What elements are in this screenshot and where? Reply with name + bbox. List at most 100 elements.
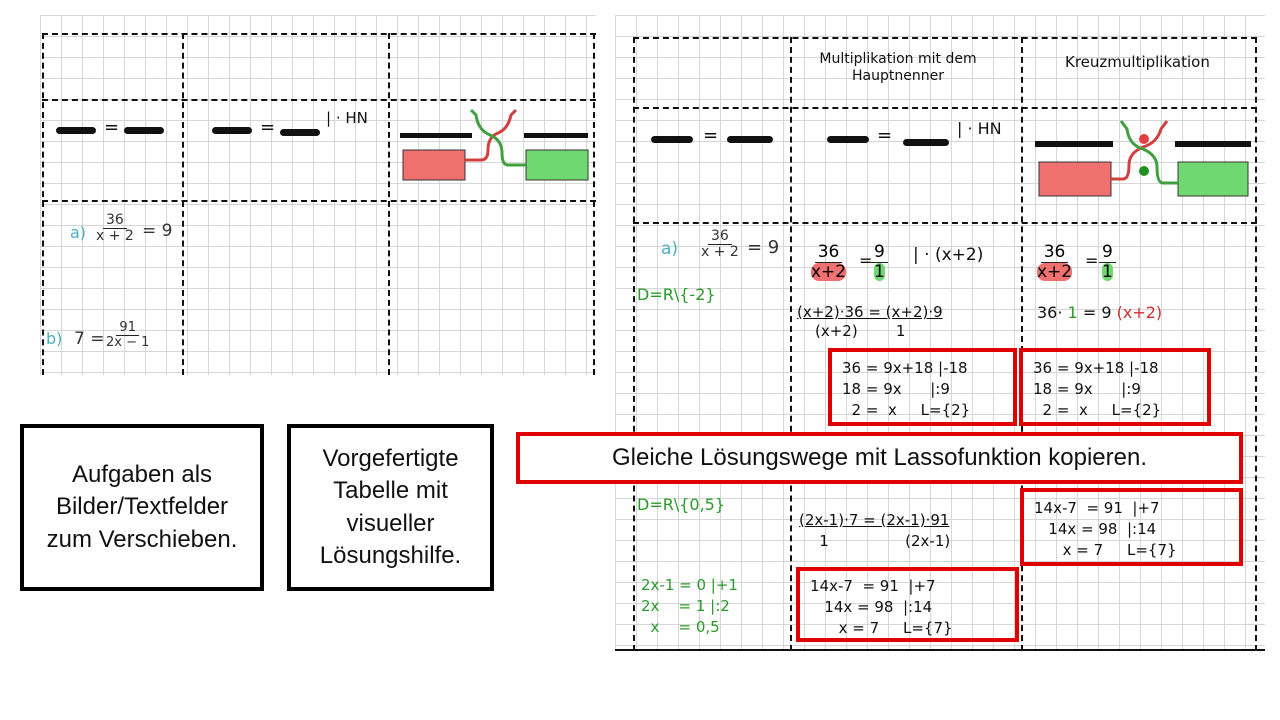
decoration — [524, 133, 588, 138]
text-left-image-task-b-label: b) — [46, 329, 63, 348]
table-border — [593, 33, 595, 375]
text-right-image-col2-a-n1: 36 — [814, 243, 843, 263]
decoration — [903, 139, 949, 146]
text-right-image-task-b-steps-2: x = 0,5 — [641, 618, 720, 636]
callout-images: Aufgaben als Bilder/Textfelder zum Versc… — [20, 424, 264, 591]
text-right-image-col2-b-den: 1 (2x-1) — [805, 532, 951, 550]
solution-box-a-col2[interactable]: 36 = 9x+18 |-18 18 = 9x |:9 2 = x L={2} — [828, 348, 1017, 426]
decoration — [400, 133, 472, 138]
text-right-image-col3-a-eq: = — [1085, 251, 1099, 270]
text-right-image-solution-b-1: 14x = 98 |:14 — [810, 598, 933, 616]
text-right-image-col3-a-line2b: 1 — [1067, 303, 1078, 322]
text-right-image-solution-b-0: 14x-7 = 91 |+7 — [1034, 499, 1160, 517]
text-right-image-solution-a-2: 2 = x L={2} — [1033, 401, 1162, 419]
decoration — [1139, 166, 1149, 176]
text-right-image-col2-a-line2: (x+2)·36 = (x+2)·9 — [797, 303, 943, 321]
table-border — [42, 33, 44, 375]
callout-lasso: Gleiche Lösungswege mit Lassofunktion ko… — [516, 432, 1243, 484]
text-right-image-solution-b-2: x = 7 L={7} — [1034, 541, 1177, 559]
domain-b-steps: 2x-1 = 0 |+1 2x = 1 |:2 x = 0,5 — [641, 533, 738, 680]
text-right-image-col3-a-line2a: 36· — [1037, 303, 1063, 322]
decoration — [1255, 37, 1257, 651]
table-border — [42, 33, 596, 35]
text-right-image-task-b-steps-1: 2x = 1 |:2 — [641, 597, 730, 615]
domain-a: D=R\{-2} — [637, 285, 716, 304]
decoration — [1035, 141, 1113, 147]
text-right-image-col2-a-d1: x+2 — [811, 261, 847, 282]
decoration — [1175, 141, 1251, 147]
cross-multiplication-diagram — [400, 108, 589, 181]
decoration — [633, 37, 635, 651]
text-right-image-col3-a-d2: 1 — [1102, 261, 1113, 282]
decoration — [790, 37, 792, 651]
text-right-image-col2-a-line2-den: (x+2) 1 — [815, 322, 906, 340]
table-border — [182, 33, 184, 375]
text-left-image-task-a-label: a) — [70, 223, 87, 242]
text-right-image-solution-a-1: 18 = 9x |:9 — [842, 380, 950, 398]
decoration — [465, 108, 518, 162]
header-hauptnenner: Multiplikation mit dem Hauptnenner — [819, 51, 977, 84]
text-right-image-solution-a-2: 2 = x L={2} — [842, 401, 971, 419]
text-right-image-col3-a-d1: x+2 — [1037, 261, 1073, 282]
text-right-image-task-a-denominator: x + 2 — [701, 244, 739, 261]
decoration — [1021, 37, 1023, 651]
decoration — [633, 222, 1257, 224]
text-right-image-col3-a-n1: 36 — [1040, 243, 1069, 263]
decoration — [727, 136, 773, 143]
text-right-image-task-b-steps-0: 2x-1 = 0 |+1 — [641, 576, 738, 594]
text-right-image-solution-b-1: 14x = 98 |:14 — [1034, 520, 1157, 538]
cross-multiplication-diagram — [1035, 120, 1251, 197]
decoration — [1139, 134, 1149, 144]
solution-box-b-col3[interactable]: 14x-7 = 91 |+7 14x = 98 |:14 x = 7 L={7} — [1020, 488, 1243, 566]
decoration — [1038, 161, 1112, 197]
text-right-image-task-a-rhs: = 9 — [747, 237, 780, 258]
decoration — [1177, 161, 1249, 197]
decoration: 36· 1 = 9 (x+2) — [1037, 303, 1162, 322]
solution-box-b-col2[interactable]: 14x-7 = 91 |+7 14x = 98 |:14 x = 7 L={7} — [796, 567, 1019, 642]
text-right-image-solution-b-0: 14x-7 = 91 |+7 — [810, 577, 936, 595]
placeholder-bar — [212, 127, 252, 134]
text-left-image-task-a-denominator: x + 2 — [96, 228, 134, 245]
text-right-image-col2-a-n2: 9 — [871, 243, 888, 263]
decoration — [633, 107, 1257, 109]
decoration — [1119, 120, 1178, 185]
text-right-image-col2-a-op: | · (x+2) — [913, 245, 984, 265]
right-table-image: Multiplikation mit dem Hauptnenner Kreuz… — [615, 15, 1265, 651]
decoration: = — [260, 117, 276, 138]
text-left-image-task-a-numerator: 36 — [103, 212, 127, 230]
solution-box-a-col3[interactable]: 36 = 9x+18 |-18 18 = 9x |:9 2 = x L={2} — [1019, 348, 1211, 426]
decoration — [402, 149, 466, 181]
table-border — [42, 200, 596, 202]
text-right-image-col2-a-d2: 1 — [874, 261, 885, 282]
decoration — [1111, 120, 1169, 181]
hn-hint: | · HN — [326, 109, 368, 127]
placeholder-bar — [280, 129, 320, 136]
text-right-image-col3-a-n2: 9 — [1099, 243, 1116, 263]
decoration: = — [104, 117, 120, 138]
text-left-image-task-b-lhs: 7 = — [74, 329, 105, 349]
text-right-image-hint-col2: | · HN — [957, 119, 1002, 138]
text-right-image-col2-b-line: (2x-1)·7 = (2x-1)·91 — [799, 511, 950, 529]
text-right-image-col2-a-eq: = — [859, 251, 873, 270]
text-right-image-solution-a-0: 36 = 9x+18 |-18 — [1033, 359, 1159, 377]
table-border — [42, 99, 596, 101]
decoration: = — [703, 125, 719, 146]
decoration — [525, 149, 589, 181]
text-right-image-solution-a-0: 36 = 9x+18 |-18 — [842, 359, 968, 377]
decoration: = — [877, 125, 893, 146]
text-right-image-col3-a-line2c: = 9 — [1082, 303, 1112, 322]
text-right-image-task-a-label: a) — [661, 239, 679, 259]
header-kreuzmultiplikation: Kreuzmultiplikation — [1065, 53, 1210, 71]
text-right-image-solution-a-1: 18 = 9x |:9 — [1033, 380, 1141, 398]
text-right-image-task-a-numerator: 36 — [708, 228, 732, 246]
decoration — [469, 108, 526, 167]
domain-b: D=R\{0,5} — [637, 495, 726, 514]
